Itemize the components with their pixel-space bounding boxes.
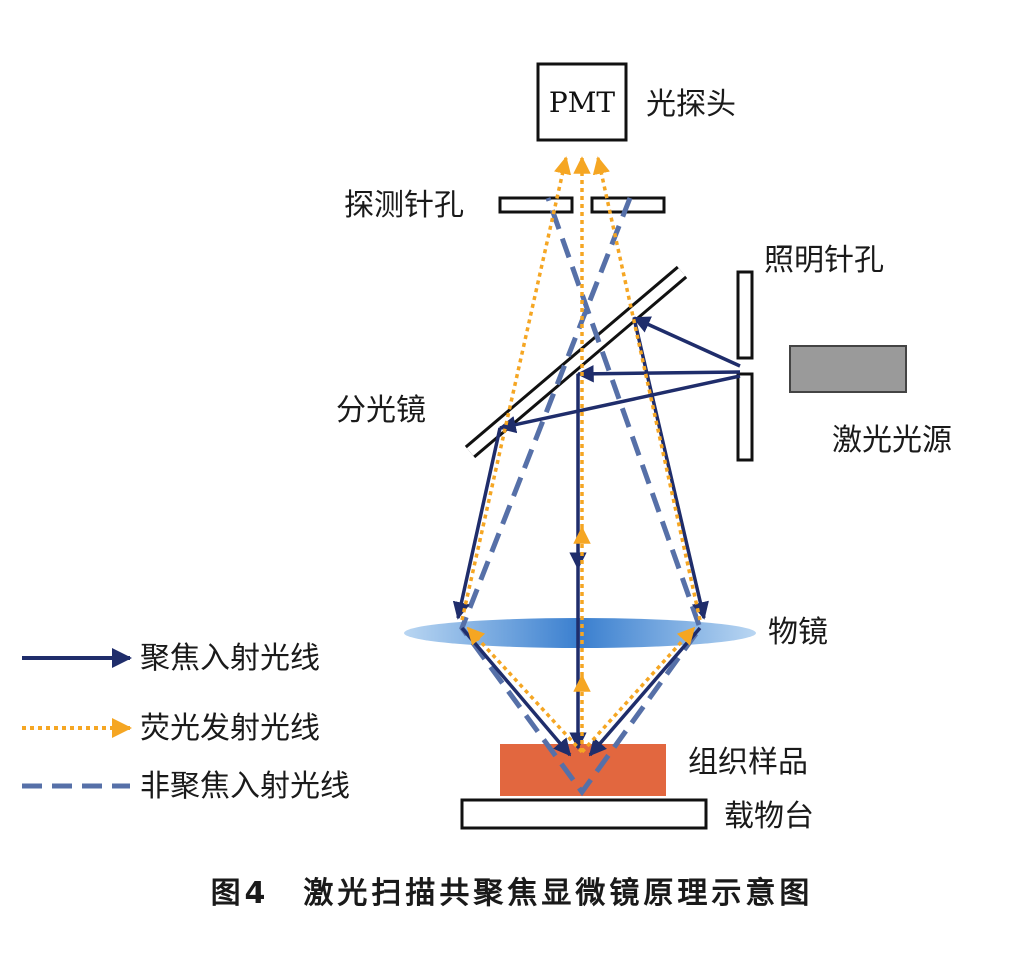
stage-platform bbox=[460, 798, 708, 830]
laser-source-label: 激光光源 bbox=[832, 423, 952, 458]
illum-pinhole-bottom bbox=[736, 372, 754, 462]
laser-source bbox=[789, 345, 907, 393]
detect-pinhole-label: 探测针孔 bbox=[344, 188, 464, 223]
fluorescence-rays bbox=[460, 156, 702, 754]
illum-pinhole-top bbox=[736, 270, 754, 360]
legend-label-focused: 聚焦入射光线 bbox=[140, 641, 320, 676]
figure-caption: 图4 激光扫描共聚焦显微镜原理示意图 bbox=[211, 876, 814, 911]
unfocused-rays bbox=[459, 197, 703, 797]
pmt-box bbox=[536, 62, 628, 142]
detect-pinhole-left bbox=[498, 196, 574, 214]
objective-lens bbox=[404, 618, 756, 648]
illum-pinhole-label: 照明针孔 bbox=[764, 243, 884, 278]
legend: 聚焦入射光线 荧光发射光线 非聚焦入射光线 bbox=[22, 641, 350, 804]
legend-label-unfocused: 非聚焦入射光线 bbox=[140, 769, 350, 804]
pmt-name-label: 光探头 bbox=[646, 87, 736, 122]
sample-label: 组织样品 bbox=[688, 745, 808, 780]
legend-label-fluorescence: 荧光发射光线 bbox=[140, 711, 320, 746]
beamsplitter-label: 分光镜 bbox=[336, 393, 426, 428]
objective-label: 物镜 bbox=[768, 615, 828, 650]
stage-label: 载物台 bbox=[724, 799, 814, 834]
focused-rays bbox=[452, 316, 741, 757]
pmt-label: PMT bbox=[549, 86, 616, 119]
